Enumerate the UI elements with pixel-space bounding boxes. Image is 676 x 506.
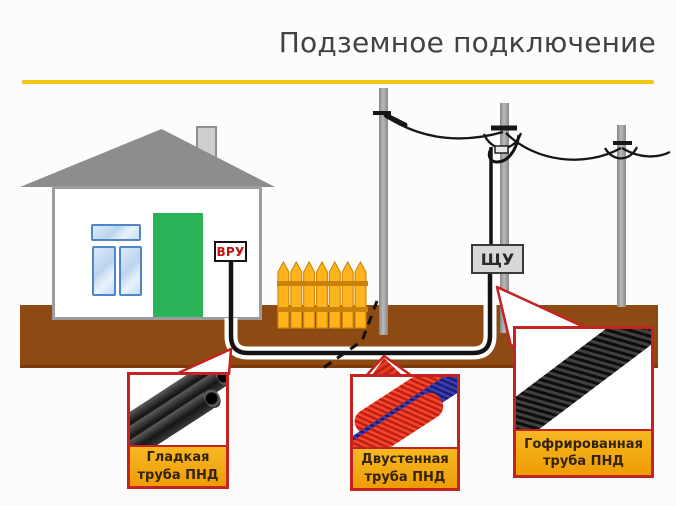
meter-board-label: ЩУ — [471, 244, 524, 274]
label-line: труба ПНД — [137, 467, 219, 483]
callout-label-corrugated: Гофрированная труба ПНД — [516, 429, 651, 475]
vru-panel-label: ВРУ — [214, 241, 247, 262]
smooth-pipe-image — [130, 375, 226, 448]
callout-label-double-wall: Двустенная труба ПНД — [353, 447, 457, 488]
double-wall-pipe-image — [353, 377, 457, 450]
utility-pole-right — [617, 125, 626, 307]
callout-double-wall-pipe: Двустенная труба ПНД — [350, 374, 460, 491]
utility-pole-left — [379, 88, 388, 335]
callout-corrugated-pipe: Гофрированная труба ПНД — [513, 326, 654, 478]
utility-pole-middle — [500, 103, 509, 333]
corrugated-pipe-image — [516, 329, 651, 432]
house-door — [153, 213, 203, 317]
label-line: труба ПНД — [542, 454, 625, 469]
label-line: Двустенная — [361, 452, 449, 468]
label-line: Гладкая — [146, 450, 210, 466]
house-window-left-pane — [92, 246, 116, 296]
vru-text: ВРУ — [216, 244, 245, 259]
house-roof — [20, 129, 275, 187]
house-window-transom — [91, 224, 141, 241]
page-title: Подземное подключение — [278, 26, 656, 59]
dead-end-grip — [384, 113, 408, 128]
label-line: Гофрированная — [524, 436, 643, 452]
label-line: труба ПНД — [364, 469, 446, 485]
title-underline-rule — [22, 80, 654, 84]
schu-text: ЩУ — [480, 249, 515, 269]
house-window-right-pane — [119, 246, 142, 296]
callout-smooth-pipe: Гладкая труба ПНД — [127, 372, 229, 489]
callout-label-smooth: Гладкая труба ПНД — [130, 445, 226, 486]
